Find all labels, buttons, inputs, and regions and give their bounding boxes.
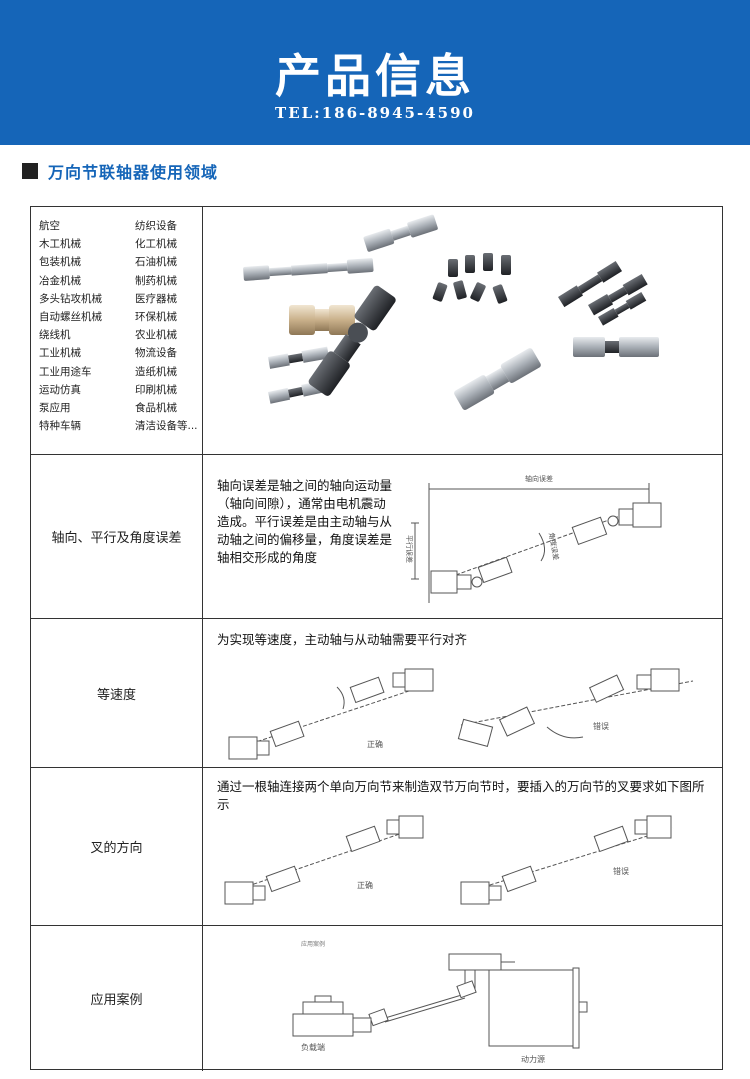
row-error-desc: 轴向误差是轴之间的轴向运动量（轴向间隙），通常由电机震动造成。平行误差是由主动轴… (217, 478, 393, 565)
header-banner: 产品信息 TEL:186-8945-4590 (0, 0, 750, 145)
velocity-correct-label: 正确 (367, 739, 383, 749)
page-title: 产品信息 (275, 49, 475, 103)
square-bullet-icon (22, 163, 38, 179)
row-speed: 等速度 为实现等速度，主动轴与从动轴需要平行对齐 (31, 619, 722, 768)
row-fields: 航空 纺织设备木工机械 化工机械包装机械 石油机械冶金机械 制药机械多头钻攻机械 医疗器械… (31, 207, 722, 455)
misalignment-diagram: 轴向误差 角度误差 平行误差 (405, 474, 662, 603)
section-header: 万向节联轴器使用领域 (22, 160, 218, 182)
field-item: 航空 (39, 220, 60, 232)
field-item: 物流设备 (135, 347, 177, 360)
dim-angle-label: 角度误差 (547, 532, 561, 561)
coupling-photo-8 (268, 346, 330, 369)
row-case-label: 应用案例 (31, 926, 203, 1071)
product-photo-collage (243, 214, 659, 410)
power-source-label: 动力源 (521, 1054, 545, 1064)
dim-parallel-label: 平行误差 (405, 535, 414, 563)
row-error-content: 轴向误差是轴之间的轴向运动量（轴向间隙），通常由电机震动造成。平行误差是由主动轴… (203, 455, 722, 618)
field-item: 化工机械 (135, 238, 177, 251)
product-photos (203, 207, 722, 454)
row-error: 轴向、平行及角度误差 轴向误差是轴之间的轴向运动量（轴向间隙），通常由电机震动造… (31, 455, 722, 619)
coupling-photo-3 (432, 253, 511, 304)
velocity-wrong-label: 错误 (593, 721, 609, 731)
row-case: 应用案例 (31, 926, 722, 1071)
row-speed-content: 为实现等速度，主动轴与从动轴需要平行对齐 (203, 619, 722, 767)
coupling-photo-6 (598, 292, 647, 326)
field-item: 包装机械 (39, 256, 81, 269)
field-item: 泵应用 (39, 402, 71, 415)
coupling-photo-12 (573, 337, 659, 357)
field-item: 冶金机械 (39, 274, 81, 287)
field-item: 木工机械 (39, 238, 81, 251)
field-item: 运动仿真 (39, 383, 81, 396)
coupling-photo-10 (308, 285, 396, 396)
row-case-content: 应用案例 负载端 动力源 (203, 926, 722, 1071)
field-item: 环保机械 (135, 311, 177, 324)
coupling-photo-1 (243, 258, 374, 281)
info-table: 航空 纺织设备木工机械 化工机械包装机械 石油机械冶金机械 制药机械多头钻攻机械 医疗器械… (30, 206, 723, 1071)
section-title: 万向节联轴器使用领域 (48, 163, 219, 182)
field-item: 医疗器械 (135, 292, 177, 305)
field-item: 石油机械 (135, 256, 177, 269)
field-item: 绕线机 (39, 329, 71, 342)
row-fork-content: 通过一根轴连接两个单向万向节来制造双节万向节时，要插入的万向节的叉要求如下图所示 (203, 768, 722, 925)
fork-diagram: 正确 错误 (224, 815, 674, 905)
field-item: 自动螺丝机械 (39, 311, 102, 324)
fork-wrong-label: 错误 (613, 866, 629, 876)
load-end-label: 负载端 (301, 1042, 325, 1052)
coupling-photo-2 (363, 214, 438, 252)
row-speed-desc: 为实现等速度，主动轴与从动轴需要平行对齐 (217, 632, 468, 647)
field-item: 印刷机械 (135, 383, 177, 396)
coupling-photo-5 (588, 274, 648, 316)
row-error-label: 轴向、平行及角度误差 (31, 455, 203, 618)
field-item: 清洁设备等... (135, 420, 198, 433)
fields-cell: 航空 纺织设备木工机械 化工机械包装机械 石油机械冶金机械 制药机械多头钻攻机械 医疗器械… (31, 207, 203, 454)
field-item: 食品机械 (135, 402, 177, 415)
field-item: 多头钻攻机械 (39, 292, 102, 305)
application-diagram: 应用案例 负载端 动力源 (292, 940, 588, 1064)
row-fork: 叉的方向 通过一根轴连接两个单向万向节来制造双节万向节时，要插入的万向节的叉要求… (31, 768, 722, 926)
fork-correct-label: 正确 (357, 880, 373, 890)
phone-number: TEL:186-8945-4590 (275, 104, 475, 122)
field-item: 工业用途车 (39, 365, 92, 378)
field-item: 造纸机械 (135, 365, 177, 378)
coupling-photo-7 (289, 305, 355, 335)
coupling-photo-11 (454, 348, 541, 410)
fields-list: 航空 纺织设备木工机械 化工机械包装机械 石油机械冶金机械 制药机械多头钻攻机械 医疗器械… (39, 219, 215, 433)
row-speed-label: 等速度 (31, 619, 203, 767)
row-fork-desc: 通过一根轴连接两个单向万向节来制造双节万向节时，要插入的万向节的叉要求如下图所示 (217, 779, 705, 812)
field-item: 特种车辆 (39, 420, 81, 433)
field-item: 工业机械 (39, 347, 81, 360)
row-fork-label: 叉的方向 (31, 768, 203, 925)
coupling-photo-4 (558, 260, 623, 308)
field-item: 制药机械 (135, 274, 177, 287)
case-note: 应用案例 (301, 940, 325, 948)
velocity-diagram: 正确 错误 (228, 668, 694, 760)
field-item: 纺织设备 (135, 220, 177, 232)
field-item: 农业机械 (135, 329, 177, 342)
dim-axial-label: 轴向误差 (525, 474, 553, 483)
